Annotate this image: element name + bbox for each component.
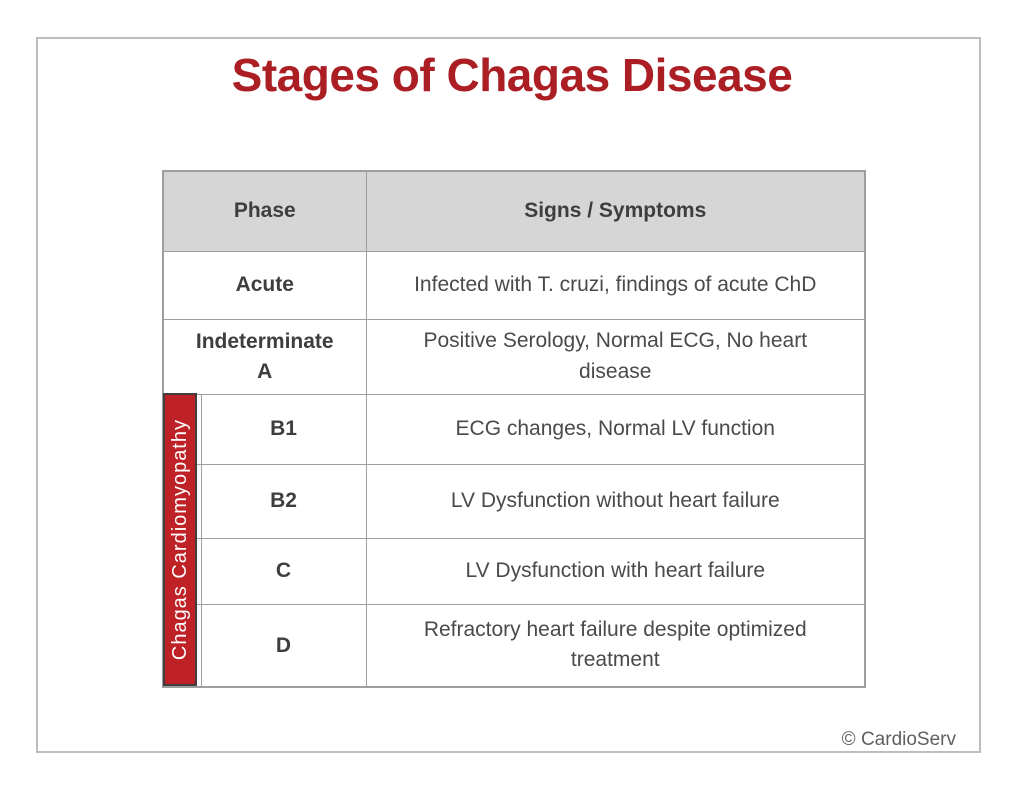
phase-cell: C xyxy=(200,537,367,605)
outer-frame xyxy=(36,37,981,753)
signs-cell: LV Dysfunction without heart failure xyxy=(365,463,866,539)
table-header-row: Phase Signs / Symptoms xyxy=(162,170,866,252)
copyright-text: © CardioServ xyxy=(841,729,956,750)
table-row-b1: B1 ECG changes, Normal LV function xyxy=(162,393,866,465)
stages-table: Phase Signs / Symptoms Acute Infected wi… xyxy=(162,170,866,688)
signs-cell: LV Dysfunction with heart failure xyxy=(365,537,866,605)
column-header-phase: Phase xyxy=(162,170,367,252)
phase-cell: B1 xyxy=(200,393,367,465)
group-bar-label: Chagas Cardiomyopathy xyxy=(168,418,191,661)
page-title: Stages of Chagas Disease xyxy=(231,49,793,101)
table-row-c: C LV Dysfunction with heart failure xyxy=(162,537,866,605)
table-row-acute: Acute Infected with T. cruzi, findings o… xyxy=(162,250,866,320)
signs-cell: ECG changes, Normal LV function xyxy=(365,393,866,465)
table-row-d: D Refractory heart failure despite optim… xyxy=(162,603,866,688)
signs-cell: Positive Serology, Normal ECG, No heart … xyxy=(365,318,866,395)
column-header-signs: Signs / Symptoms xyxy=(365,170,866,252)
phase-cell: D xyxy=(200,603,367,688)
signs-cell: Infected with T. cruzi, findings of acut… xyxy=(365,250,866,320)
chagas-cardiomyopathy-group-bar: Chagas Cardiomyopathy xyxy=(163,393,197,686)
phase-cell: B2 xyxy=(200,463,367,539)
signs-cell: Refractory heart failure despite optimiz… xyxy=(365,603,866,688)
phase-cell: Indeterminate A xyxy=(162,318,367,395)
phase-cell: Acute xyxy=(162,250,367,320)
table-row-indeterminate-a: Indeterminate A Positive Serology, Norma… xyxy=(162,318,866,395)
table-row-b2: B2 LV Dysfunction without heart failure xyxy=(162,463,866,539)
